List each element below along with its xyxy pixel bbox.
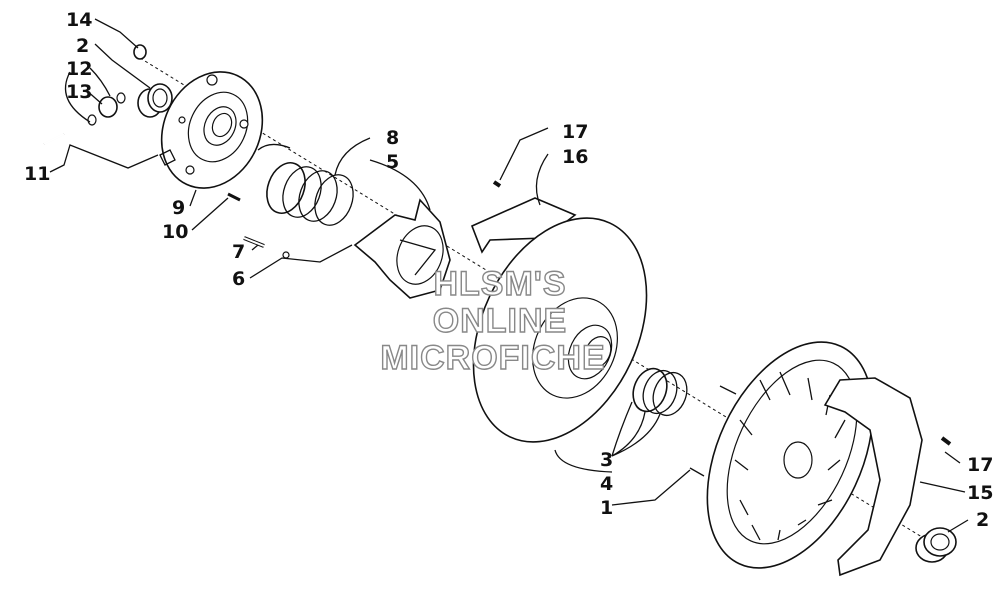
callout-17-top: 17 [562,121,588,143]
part-2-bushing-top [137,83,173,118]
callout-5: 5 [386,151,399,173]
watermark-line-3: MICROFICHE [380,339,605,377]
callout-6: 6 [232,268,245,290]
callout-labels: 14 2 12 13 11 9 10 7 6 8 5 17 16 3 4 1 1… [24,9,993,531]
watermark-line-1: HLSM'S [433,265,566,303]
callout-13: 13 [66,81,92,103]
callout-9: 9 [172,197,185,219]
part-14-nut [133,44,147,60]
part-8-spring [257,143,354,226]
part-12-13-roller [87,92,126,126]
part-7-screw [243,236,265,248]
watermark-line-2: ONLINE [433,302,567,340]
callout-1: 1 [600,497,613,519]
callout-14-top: 14 [66,9,92,31]
callout-2-right: 2 [976,509,989,531]
callout-15: 15 [967,482,993,504]
callout-11: 11 [24,163,50,185]
callout-10: 10 [162,221,188,243]
callout-17-right: 17 [967,454,993,476]
movable-sheave-disc [472,217,648,443]
part-6-washer [282,251,290,259]
part-17-screw-top [492,180,502,188]
callout-2-top: 2 [76,35,89,57]
callout-4: 4 [600,473,613,495]
part-9-cover-plate [159,71,264,189]
part-11-pin [43,133,65,145]
part-10-bolt [227,192,241,202]
watermark: HLSM'S ONLINE MICROFICHE [380,264,606,377]
part-15-shield [823,377,923,577]
part-2-bushing-bottom [915,527,957,563]
callout-3: 3 [600,449,613,471]
callout-16: 16 [562,146,588,168]
callout-7: 7 [232,241,245,263]
part-5-spider [353,198,451,299]
callout-12: 12 [66,58,92,80]
part-3-4-rollers [632,367,688,417]
part-17-screw-right [940,436,952,446]
leader-lines [49,18,969,533]
callout-8: 8 [386,127,399,149]
